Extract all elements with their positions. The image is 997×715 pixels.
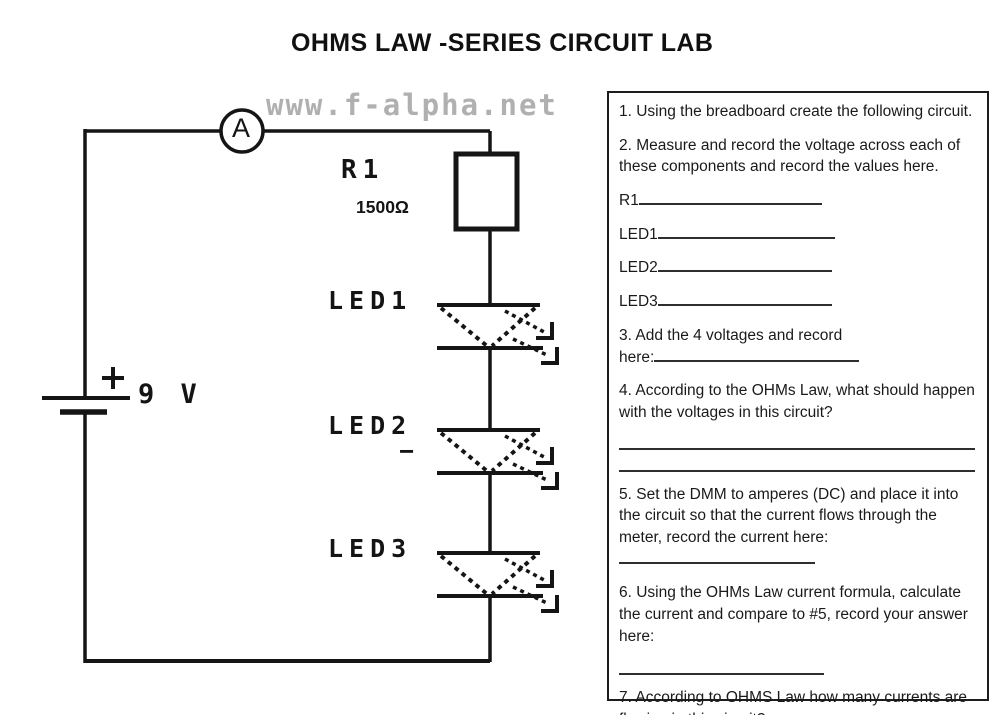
answer-line (619, 657, 824, 676)
instruction-5-text: 5. Set the DMM to amperes (DC) and place… (619, 485, 959, 546)
answer-line (619, 452, 975, 472)
led1-label: LED1 (328, 286, 413, 315)
field-label: LED2 (619, 259, 658, 277)
answer-line (657, 291, 832, 307)
circuit-wires (83, 129, 492, 663)
answer-field-led3: LED3 (619, 291, 975, 313)
instruction-6: 6. Using the OHMs Law current formula, c… (619, 584, 968, 645)
led2-symbol (437, 428, 559, 490)
answer-field-led2: LED2 (619, 257, 975, 279)
answer-line (619, 549, 815, 564)
plus-sign (102, 367, 124, 389)
resistor-label: R1 (341, 155, 385, 185)
light-arrow (512, 462, 550, 483)
instruction-2: 2. Measure and record the voltage across… (619, 136, 961, 176)
instruction-4: 4. According to the OHMs Law, what shoul… (619, 382, 975, 421)
battery-symbol (42, 367, 130, 415)
instruction-5: 5. Set the DMM to amperes (DC) and place… (619, 484, 975, 571)
answer-line (657, 224, 835, 239)
led1-symbol (437, 303, 559, 365)
instruction-7: 7. According to OHMS Law how many curren… (619, 689, 968, 715)
answer-line (638, 190, 822, 206)
instruction-3-line1: 3. Add the 4 voltages and record (619, 326, 843, 344)
answer-field-led1: LED1 (619, 224, 975, 246)
answer-field-r1: R1 (619, 190, 975, 212)
field-label: R1 (619, 192, 639, 210)
led3-symbol (437, 551, 559, 613)
answer-line (619, 430, 975, 450)
page-title: OHMS LAW -SERIES CIRCUIT LAB (291, 29, 714, 57)
circuit-diagram (42, 108, 559, 663)
minus-sign: − (399, 436, 415, 466)
light-arrow (512, 585, 550, 606)
watermark: www.f-alpha.net (266, 88, 558, 122)
ammeter-label: A (232, 113, 251, 143)
led2-label: LED2 (328, 411, 413, 440)
instruction-3-line2: here: (619, 348, 655, 366)
battery-voltage-label: 9 V (138, 379, 202, 410)
field-label: LED3 (619, 293, 658, 311)
led3-label: LED3 (328, 534, 413, 563)
resistor-box (453, 151, 520, 232)
answer-line (654, 347, 860, 362)
instruction-1: 1. Using the breadboard create the follo… (619, 103, 973, 120)
ammeter-circle (219, 108, 265, 154)
answer-line (657, 257, 832, 273)
field-label: LED1 (619, 225, 658, 243)
instructions-panel: 1. Using the breadboard create the follo… (607, 91, 989, 715)
resistor-value: 1500Ω (356, 197, 409, 217)
light-arrow (512, 337, 550, 358)
instruction-3: 3. Add the 4 voltages and record here: (619, 325, 975, 368)
